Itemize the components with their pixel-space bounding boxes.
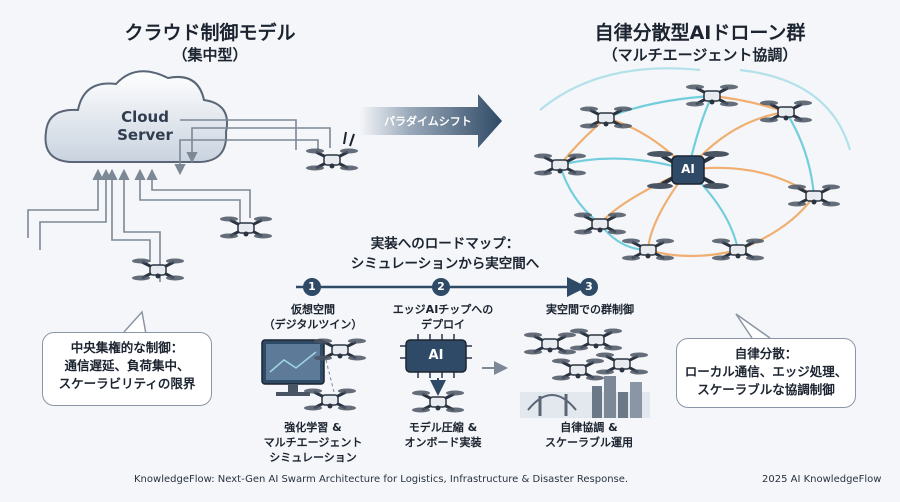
right-title: 自律分散型AIドローン群 bbox=[594, 22, 806, 44]
digital-twin-monitor-icon bbox=[261, 339, 325, 396]
real-drone bbox=[568, 327, 624, 352]
real-world-city-icon bbox=[520, 376, 650, 418]
hub-ai-label: AI bbox=[681, 162, 695, 176]
real-drone bbox=[594, 351, 650, 376]
paradigm-shift-label: パラダイムシフト bbox=[384, 115, 472, 128]
step-2-description: モデル圧縮 &オンボード実装 bbox=[404, 421, 482, 449]
left-speech-bubble: 中央集権的な制御：通信遅延、負荷集中、スケーラビリティの限界 bbox=[42, 332, 212, 406]
swarm-drone bbox=[572, 211, 628, 236]
left-title: クラウド制御モデル bbox=[124, 22, 296, 44]
roadmap-title: 実装へのロードマップ：シミュレーションから実空間へ bbox=[350, 236, 540, 272]
left-drone bbox=[218, 215, 274, 240]
footer-credit: 2025 AI KnowledgeFlow bbox=[762, 474, 882, 485]
left-drone bbox=[130, 257, 186, 282]
step-3-title: 実空間での群制御 bbox=[546, 303, 634, 316]
right-subtitle: （マルチエージェント協調） bbox=[602, 46, 798, 64]
edge-ai-chip-icon bbox=[400, 334, 472, 378]
paradigm-shift-arrow bbox=[360, 94, 502, 148]
swarm-drone bbox=[684, 83, 740, 108]
step-3-description: 自律協調 &スケーラブル運用 bbox=[545, 421, 633, 449]
step-2-number: 2 bbox=[432, 278, 450, 296]
ai-hub-drone bbox=[647, 151, 729, 189]
left-drone bbox=[304, 147, 360, 172]
chip-ai-label: AI bbox=[428, 348, 444, 363]
swarm-drone bbox=[758, 99, 814, 124]
swarm-drone bbox=[578, 105, 634, 130]
step-2-title: エッジAIチップへのデプロイ bbox=[392, 303, 494, 331]
footer-text: KnowledgeFlow: Next-Gen AI Swarm Archite… bbox=[134, 474, 629, 485]
real-drone bbox=[550, 357, 606, 382]
right-speech-bubble: 自律分散：ローカル通信、エッジ処理、スケーラブルな協調制御 bbox=[676, 338, 856, 408]
step-1-description: 強化学習 &マルチエージェントシミュレーション bbox=[263, 421, 363, 464]
swarm-drone bbox=[620, 237, 676, 262]
centralized-links bbox=[27, 119, 331, 282]
swarm-drone bbox=[710, 237, 766, 262]
step-1-title: 仮想空間（デジタルツイン） bbox=[263, 303, 363, 331]
deploy-drone bbox=[410, 389, 466, 414]
alert-icon bbox=[343, 131, 355, 147]
real-drone bbox=[522, 331, 578, 356]
swarm-drone bbox=[532, 152, 588, 177]
left-subtitle: （集中型） bbox=[172, 46, 248, 64]
step-1-number: 1 bbox=[303, 278, 321, 296]
sim-drone bbox=[302, 387, 358, 412]
step-3-number: 3 bbox=[580, 278, 598, 296]
